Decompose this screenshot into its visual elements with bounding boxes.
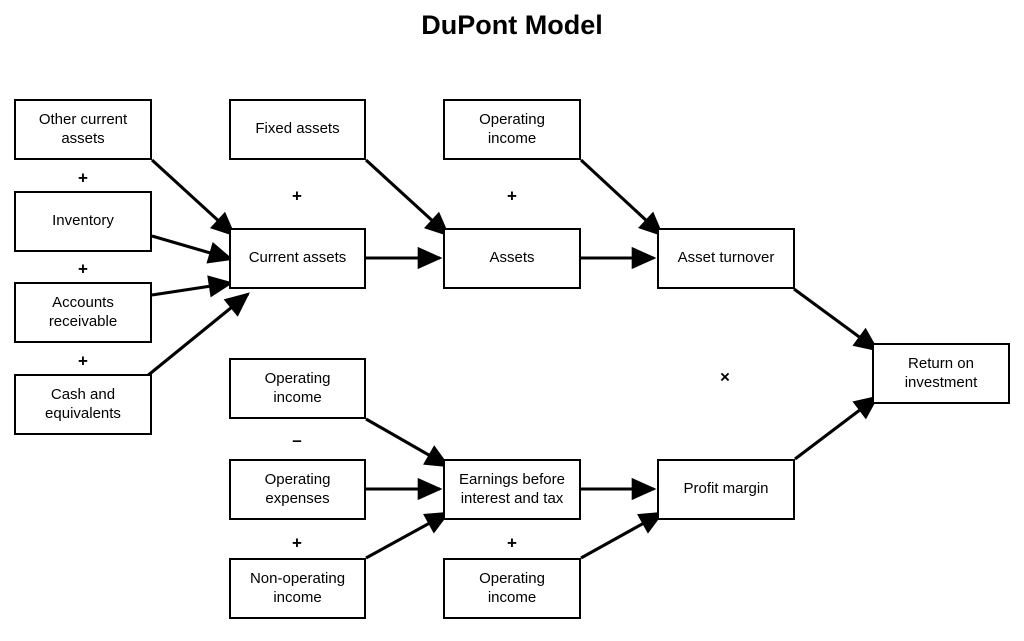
operator-op-times-1: × — [720, 367, 730, 387]
operator-op-minus-1: – — [292, 430, 302, 450]
node-assets[interactable]: Assets — [443, 228, 581, 289]
node-label: Accounts receivable — [48, 293, 118, 330]
node-label: Assets — [489, 249, 535, 267]
operator-op-plus-2: + — [78, 259, 88, 279]
node-inventory[interactable]: Inventory — [14, 191, 152, 252]
node-label: Asset turnover — [677, 249, 775, 267]
operator-op-plus-1: + — [78, 168, 88, 188]
edge-asset-turnover-to-roi — [793, 287, 879, 352]
node-current-assets[interactable]: Current assets — [229, 228, 366, 289]
node-other-current-assets[interactable]: Other current assets — [14, 99, 152, 160]
node-label: Operating income — [479, 110, 545, 147]
node-label: Operating income — [264, 369, 331, 406]
node-operating-income-top[interactable]: Operating income — [443, 99, 581, 160]
edge-profit-margin-to-roi — [794, 395, 879, 461]
node-label: Earnings before interest and tax — [459, 470, 565, 507]
node-operating-income-mid[interactable]: Operating income — [229, 358, 366, 419]
node-asset-turnover[interactable]: Asset turnover — [657, 228, 795, 289]
node-label: Operating income — [479, 569, 545, 606]
node-label: Fixed assets — [255, 120, 340, 138]
edge-other-current-assets-to-current-assets — [150, 158, 236, 237]
operator-op-plus-5: + — [507, 186, 517, 206]
page-title: DuPont Model — [421, 10, 603, 40]
node-label: Cash and equivalents — [45, 385, 121, 422]
node-ebit[interactable]: Earnings before interest and tax — [443, 459, 581, 520]
operator-op-plus-4: + — [292, 186, 302, 206]
edge-operating-income-bottom-to-profit-margin — [580, 511, 665, 560]
node-non-operating-income[interactable]: Non-operating income — [229, 558, 366, 619]
edge-operating-income-top-to-asset-turnover — [579, 158, 664, 237]
edge-fixed-assets-to-assets — [364, 158, 450, 237]
node-label: Operating expenses — [264, 470, 331, 507]
node-profit-margin[interactable]: Profit margin — [657, 459, 795, 520]
node-label: Non-operating income — [249, 569, 346, 606]
operator-op-plus-3: + — [78, 351, 88, 371]
node-return-on-investment[interactable]: Return on investment — [872, 343, 1010, 404]
node-label: Other current assets — [38, 110, 128, 147]
edge-accounts-receivable-to-current-assets — [151, 275, 234, 298]
node-operating-expenses[interactable]: Operating expenses — [229, 459, 366, 520]
node-label: Return on investment — [904, 354, 978, 391]
node-label: Inventory — [52, 212, 114, 230]
node-label: Current assets — [248, 249, 347, 267]
edge-inventory-to-current-assets — [151, 234, 234, 264]
node-operating-income-bottom[interactable]: Operating income — [443, 558, 581, 619]
node-label: Profit margin — [683, 480, 769, 498]
operator-op-plus-6: + — [292, 533, 302, 553]
operator-op-plus-7: + — [507, 533, 517, 553]
edge-non-operating-income-to-ebit — [365, 511, 451, 560]
node-fixed-assets[interactable]: Fixed assets — [229, 99, 366, 160]
node-accounts-receivable[interactable]: Accounts receivable — [14, 282, 152, 343]
edge-operating-income-mid-to-ebit — [365, 417, 451, 468]
node-cash-and-equivalents[interactable]: Cash and equivalents — [14, 374, 152, 435]
